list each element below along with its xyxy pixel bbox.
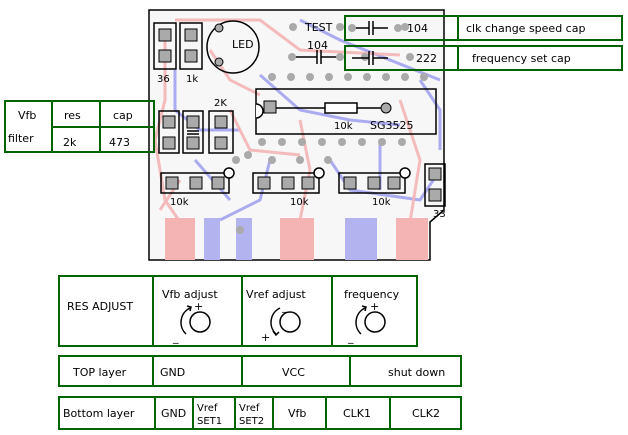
vfb-adjust-minus: _ [172, 331, 179, 344]
pot-vfb-label: 10k [170, 197, 189, 208]
frequency-set-cap-label: frequency set cap [472, 52, 571, 65]
ic-label: SG3525 [370, 119, 414, 132]
res-adjust-table: RES ADJUST Vfb adjust Vref adjust freque… [58, 275, 418, 347]
vref-adjust-minus: _ [281, 300, 288, 313]
bottom-layer-vfb: Vfb [288, 407, 306, 420]
pot-vref-label: 10k [290, 197, 309, 208]
connector-pad-blue-1 [204, 218, 220, 260]
filter-res-outline [158, 110, 180, 154]
res-2k-outline [208, 110, 234, 154]
top-layer-gnd: GND [160, 366, 185, 379]
cap-104-label: 104 [307, 39, 328, 52]
res-33-label: 33 [433, 209, 446, 220]
connector-pad-blue-3 [345, 218, 377, 260]
top-layer-title: TOP layer [72, 366, 127, 379]
vfb-filter-table: Vfb filter res cap 2k 473 [4, 100, 155, 153]
pot-vfb [160, 167, 235, 194]
bottom-layer-clk2: CLK2 [412, 407, 440, 420]
bottom-layer-clk1: CLK1 [343, 407, 371, 420]
frequency-adjust-minus: _ [347, 331, 354, 344]
bottom-layer-gnd: GND [161, 407, 186, 420]
bottom-layer-title: Bottom layer [63, 407, 135, 420]
vref-adjust-plus: + [261, 331, 270, 344]
res-10k-mid-label: 10k [334, 121, 353, 132]
vfb-filter-col-cap: cap [113, 109, 133, 122]
bottom-layer-vref-set2-line2: SET2 [239, 416, 264, 427]
bottom-layer-table: Bottom layer GND Vref SET1 Vref SET2 Vfb… [58, 396, 462, 430]
res-1k-outline [179, 22, 203, 70]
vfb-adjust-icon [180, 305, 211, 335]
pot-vref [252, 167, 325, 194]
capacitor-icon [352, 51, 388, 65]
frequency-set-cap-value: 222 [416, 52, 437, 65]
pcb-board: 36 1k LED TEST 104 [148, 9, 446, 261]
vref-adjust-icon [270, 307, 301, 337]
res-1k-label: 1k [186, 74, 198, 85]
connector-pad-red-1 [165, 218, 195, 260]
top-layer-shutdown: shut down [388, 366, 445, 379]
led-icon [206, 20, 260, 74]
bottom-layer-vref-set1-line2: SET1 [197, 416, 222, 427]
pot-freq [338, 167, 411, 194]
res-2k-label: 2K [214, 98, 227, 109]
clk-speed-cap-label: clk change speed cap [466, 22, 585, 35]
pot-freq-label: 10k [372, 197, 391, 208]
filter-cap-outline [182, 110, 204, 154]
led-label: LED [232, 38, 254, 51]
res-36-outline [153, 22, 177, 70]
vfb-filter-res-value: 2k [63, 136, 77, 149]
connector-pad-red-2 [280, 218, 314, 260]
vfb-filter-col-res: res [64, 109, 81, 122]
vfb-adjust-plus: + [194, 300, 203, 313]
top-layer-table: TOP layer GND VCC shut down [58, 355, 462, 387]
vref-adjust-label: Vref adjust [246, 288, 306, 301]
frequency-adjust-plus: + [370, 300, 379, 313]
frequency-adjust-label: frequency [344, 288, 400, 301]
res-adjust-title: RES ADJUST [67, 300, 133, 313]
clk-speed-cap-value: 104 [407, 22, 428, 35]
connector-pad-blue-2 [236, 218, 252, 260]
top-layer-vcc: VCC [282, 366, 305, 379]
res-36-label: 36 [157, 74, 170, 85]
bottom-layer-vref-set2-line1: Vref [239, 403, 260, 414]
vfb-adjust-label: Vfb adjust [162, 288, 218, 301]
clk-speed-cap-box: 104 clk change speed cap [344, 15, 623, 41]
vfb-filter-cap-value: 473 [109, 136, 130, 149]
bottom-layer-vref-set1-line1: Vref [197, 403, 218, 414]
pad-row [268, 23, 428, 81]
vfb-filter-title-line1: Vfb [18, 109, 36, 122]
connector-pad-red-3 [396, 218, 428, 260]
frequency-set-cap-box: 222 frequency set cap [344, 45, 623, 71]
res-33-outline [424, 163, 446, 207]
test-label: TEST [304, 21, 333, 34]
frequency-adjust-icon [355, 305, 386, 335]
vfb-filter-title-line2: filter [8, 132, 34, 145]
